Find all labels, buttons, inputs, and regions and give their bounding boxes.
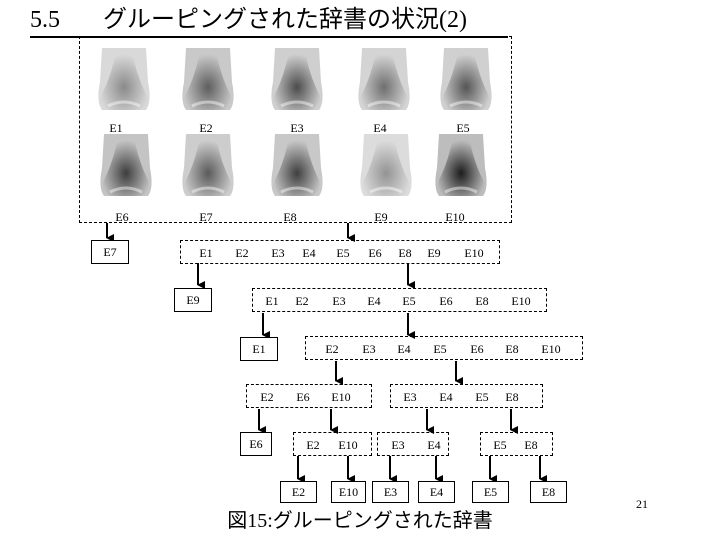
- face-label: E1: [109, 121, 123, 135]
- leaf-node: E6: [240, 432, 272, 456]
- group-member-label: E3: [391, 438, 405, 452]
- group-member-label: E3: [332, 294, 346, 308]
- leaf-node: E3: [372, 481, 409, 503]
- face-label: E2: [199, 121, 213, 135]
- group-node-level4-right: [390, 384, 543, 408]
- title-underline: [30, 36, 508, 38]
- face-label: E5: [456, 121, 470, 135]
- group-member-label: E5: [402, 294, 416, 308]
- face-image: [178, 130, 238, 200]
- face-label: E9: [374, 210, 388, 224]
- group-node-level2: [252, 288, 547, 312]
- face-image: [267, 130, 327, 200]
- group-member-label: E10: [511, 294, 531, 308]
- group-member-label: E3: [403, 390, 417, 404]
- face-label: E6: [115, 210, 129, 224]
- leaf-node: E1: [240, 337, 278, 361]
- page-number: 21: [636, 497, 648, 511]
- group-node-level3: [305, 336, 583, 360]
- face-image: [96, 130, 156, 200]
- face-label: E8: [283, 210, 297, 224]
- group-member-label: E10: [541, 342, 561, 356]
- group-member-label: E5: [493, 438, 507, 452]
- face-image: [267, 44, 327, 114]
- group-node-level4-left: [246, 384, 372, 408]
- group-member-label: E6: [470, 342, 484, 356]
- group-member-label: E4: [367, 294, 381, 308]
- leaf-node: E10: [331, 481, 366, 503]
- group-member-label: E10: [464, 246, 484, 260]
- group-member-label: E10: [338, 438, 358, 452]
- face-label: E7: [199, 210, 213, 224]
- group-member-label: E4: [439, 390, 453, 404]
- group-member-label: E2: [295, 294, 309, 308]
- figure-caption: 図15:グルーピングされた辞書: [227, 510, 493, 532]
- group-member-label: E6: [368, 246, 382, 260]
- face-image: [356, 130, 416, 200]
- group-member-label: E2: [235, 246, 249, 260]
- leaf-node: E9: [174, 288, 212, 312]
- group-member-label: E4: [427, 438, 441, 452]
- group-member-label: E9: [427, 246, 441, 260]
- group-member-label: E4: [302, 246, 316, 260]
- group-member-label: E10: [331, 390, 351, 404]
- group-member-label: E2: [306, 438, 320, 452]
- title-row: 5.5 グルーピングされた辞書の状況(2): [30, 4, 550, 38]
- face-image: [178, 44, 238, 114]
- group-member-label: E5: [475, 390, 489, 404]
- group-member-label: E6: [296, 390, 310, 404]
- group-node-level5-b: [377, 432, 449, 456]
- face-gallery-box: [79, 36, 512, 223]
- group-node-level5-c: [480, 432, 553, 456]
- group-member-label: E8: [505, 390, 519, 404]
- group-member-label: E2: [325, 342, 339, 356]
- group-member-label: E2: [260, 390, 274, 404]
- face-image: [431, 130, 491, 200]
- group-member-label: E4: [397, 342, 411, 356]
- section-number: 5.5: [30, 7, 60, 33]
- group-member-label: E1: [265, 294, 279, 308]
- leaf-node: E5: [472, 481, 509, 503]
- group-member-label: E1: [199, 246, 213, 260]
- group-member-label: E5: [336, 246, 350, 260]
- group-node-level5-a: [293, 432, 372, 456]
- face-label: E10: [445, 210, 465, 224]
- group-member-label: E5: [433, 342, 447, 356]
- face-image: [94, 44, 154, 114]
- leaf-node: E7: [91, 240, 129, 264]
- group-member-label: E3: [362, 342, 376, 356]
- group-node-level1: [180, 240, 500, 264]
- leaf-node: E4: [418, 481, 455, 503]
- face-image: [354, 44, 414, 114]
- group-member-label: E8: [475, 294, 489, 308]
- face-image: [436, 44, 496, 114]
- group-member-label: E8: [505, 342, 519, 356]
- group-member-label: E8: [524, 438, 538, 452]
- page-title: グルーピングされた辞書の状況(2): [103, 7, 467, 33]
- group-member-label: E8: [398, 246, 412, 260]
- group-member-label: E3: [271, 246, 285, 260]
- face-label: E4: [373, 121, 387, 135]
- group-member-label: E6: [439, 294, 453, 308]
- face-label: E3: [290, 121, 304, 135]
- leaf-node: E2: [280, 481, 317, 503]
- leaf-node: E8: [530, 481, 567, 503]
